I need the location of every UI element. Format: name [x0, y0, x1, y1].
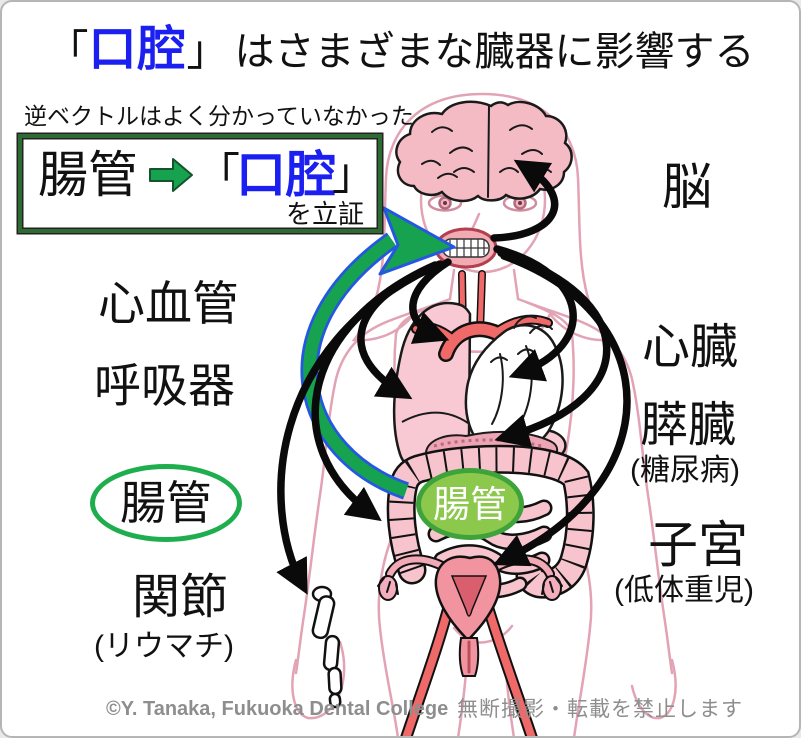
title-rest: はさまざまな臓器に影響する	[234, 30, 755, 74]
label-pancreas-sub: (糖尿病)	[630, 454, 740, 487]
proof-source-label: 腸管	[38, 147, 138, 203]
note-text: 逆ベクトルはよく分かっていなかった	[24, 103, 414, 129]
gut-badge: 腸管	[416, 468, 524, 540]
gut-label-oval: 腸管	[90, 464, 242, 542]
title-bracket-close: 」	[186, 27, 229, 74]
gut-to-mouth-arrow	[300, 206, 456, 500]
proof-suffix: を立証	[285, 199, 364, 229]
title-bracket-open: 「	[46, 27, 89, 74]
proof-highlight: 口腔	[236, 147, 336, 203]
label-gut-left: 腸管	[120, 477, 212, 529]
label-uterus: 子宮	[648, 517, 748, 573]
notice-text: 無断撮影・転載を禁止します	[457, 698, 743, 721]
mouth-to-brain-arrow	[490, 159, 559, 242]
finger-bones	[311, 585, 343, 709]
label-gut-center: 腸管	[433, 483, 507, 525]
uterus-organ	[377, 554, 563, 736]
label-brain: 脳	[662, 159, 712, 215]
label-respiratory: 呼吸器	[94, 359, 235, 412]
mouth-to-uterus-arrow	[493, 252, 631, 567]
label-cardiovascular: 心血管	[98, 277, 239, 330]
label-pancreas: 膵臓	[640, 399, 737, 452]
page-title: 「口腔」はさまざまな臓器に影響する	[2, 26, 799, 74]
label-joint: 関節	[132, 571, 229, 624]
copyright-text: ©Y. Tanaka, Fukuoka Dental College	[106, 698, 449, 720]
proof-bracket-close: 」	[332, 150, 376, 199]
mouth-to-joint-arrow	[276, 264, 435, 595]
mouth-to-aorta-arrow	[409, 258, 452, 344]
label-heart: 心臓	[642, 321, 739, 374]
proof-bracket-open: 「	[196, 150, 240, 199]
title-highlight: 口腔	[88, 23, 187, 76]
right-block-arrow-icon	[149, 158, 193, 192]
label-uterus-sub: (低体重児)	[614, 574, 754, 607]
mouth-arrows	[276, 159, 631, 595]
proof-box: 腸管 「口腔」 を立証	[18, 134, 382, 233]
label-joint-sub: (リウマチ)	[94, 630, 234, 663]
